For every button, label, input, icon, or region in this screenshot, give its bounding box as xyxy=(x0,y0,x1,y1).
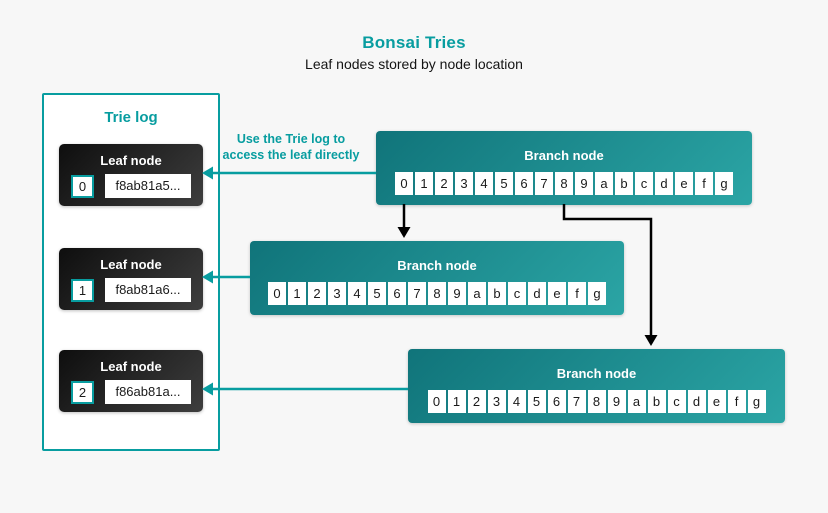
leaf-hash-value: f8ab81a5... xyxy=(105,174,191,198)
leaf-node-label: Leaf node xyxy=(100,359,162,374)
branch-cell: 4 xyxy=(475,172,493,195)
branch-cell: 2 xyxy=(467,390,486,413)
branch-cell: d xyxy=(655,172,673,195)
branch-cell: 8 xyxy=(587,390,606,413)
branch-node-2-label: Branch node xyxy=(397,258,477,273)
branch-cell: 1 xyxy=(447,390,466,413)
branch-cell: 1 xyxy=(288,282,306,305)
branch-cell: e xyxy=(675,172,693,195)
leaf-index-cell: 0 xyxy=(71,174,94,198)
annotation-line-2: access the leaf directly xyxy=(222,148,360,163)
leaf-node-row: 0 f8ab81a5... xyxy=(71,174,191,198)
leaf-node-card: Leaf node 2 f86ab81a... xyxy=(59,350,203,412)
leaf-index-cell: 2 xyxy=(71,380,94,404)
branch-cell: 3 xyxy=(487,390,506,413)
arrow-cell0-to-branch2 xyxy=(397,204,411,238)
branch-cell: d xyxy=(687,390,706,413)
branch-cell: a xyxy=(627,390,646,413)
leaf-hash-value: f8ab81a6... xyxy=(105,278,191,302)
leaf-hash-value: f86ab81a... xyxy=(105,380,191,404)
branch-cell: f xyxy=(568,282,586,305)
branch-cell: 5 xyxy=(495,172,513,195)
branch-cell: e xyxy=(548,282,566,305)
branch-cell: 7 xyxy=(567,390,586,413)
branch-cell: g xyxy=(588,282,606,305)
leaf-node-row: 1 f8ab81a6... xyxy=(71,278,191,302)
leaf-node-label: Leaf node xyxy=(100,257,162,272)
branch-cell: b xyxy=(615,172,633,195)
leaf-node-card: Leaf node 1 f8ab81a6... xyxy=(59,248,203,310)
branch-cell: 6 xyxy=(515,172,533,195)
branch-cell: 0 xyxy=(427,390,446,413)
branch-cell: a xyxy=(468,282,486,305)
branch-cell: f xyxy=(695,172,713,195)
branch-cell: 4 xyxy=(348,282,366,305)
branch-cell: 3 xyxy=(455,172,473,195)
branch-cell: 6 xyxy=(388,282,406,305)
branch-cell: 5 xyxy=(368,282,386,305)
page-title: Bonsai Tries xyxy=(362,33,466,52)
leaf-node-row: 2 f86ab81a... xyxy=(71,380,191,404)
branch-cell: a xyxy=(595,172,613,195)
branch-cell: 5 xyxy=(527,390,546,413)
branch-cell: 7 xyxy=(535,172,553,195)
branch-cell: e xyxy=(707,390,726,413)
branch-cell: 2 xyxy=(308,282,326,305)
annotation-line-1: Use the Trie log to xyxy=(236,132,346,146)
branch-cell: 4 xyxy=(507,390,526,413)
branch-cell: 8 xyxy=(555,172,573,195)
branch-cell: 3 xyxy=(328,282,346,305)
leaf-node-card: Leaf node 0 f8ab81a5... xyxy=(59,144,203,206)
arrow-branch3-to-leaf2 xyxy=(202,382,408,396)
branch-cell: b xyxy=(647,390,666,413)
leaf-node-label: Leaf node xyxy=(100,153,162,168)
leaf-index-cell: 1 xyxy=(71,278,94,302)
branch-cell: g xyxy=(715,172,733,195)
branch-cell: 0 xyxy=(268,282,286,305)
branch-cell: b xyxy=(488,282,506,305)
annotation-text: Use the Trie log to access the leaf dire… xyxy=(206,131,376,164)
branch-cell: c xyxy=(667,390,686,413)
trie-log-panel: Trie log Leaf node 0 f8ab81a5... Leaf no… xyxy=(42,93,220,451)
diagram-header: Bonsai Tries Leaf nodes stored by node l… xyxy=(0,33,828,72)
branch-node-1-label: Branch node xyxy=(524,148,604,163)
branch-cell: 8 xyxy=(428,282,446,305)
branch-cell: 6 xyxy=(547,390,566,413)
branch-cell: 7 xyxy=(408,282,426,305)
branch-cell: 0 xyxy=(395,172,413,195)
branch-cell: d xyxy=(528,282,546,305)
branch-cell: 9 xyxy=(607,390,626,413)
arrow-branch1-to-leaf0 xyxy=(202,166,376,180)
page-subtitle: Leaf nodes stored by node location xyxy=(305,56,523,72)
branch-cell: c xyxy=(508,282,526,305)
branch-cell: 9 xyxy=(448,282,466,305)
branch-cell: g xyxy=(747,390,766,413)
branch-cell: c xyxy=(635,172,653,195)
branch-cell: 2 xyxy=(435,172,453,195)
branch-cell: f xyxy=(727,390,746,413)
branch-cell: 9 xyxy=(575,172,593,195)
branch-node-3-label: Branch node xyxy=(556,366,637,381)
trie-log-title: Trie log xyxy=(104,109,158,126)
branch-cell: 1 xyxy=(415,172,433,195)
